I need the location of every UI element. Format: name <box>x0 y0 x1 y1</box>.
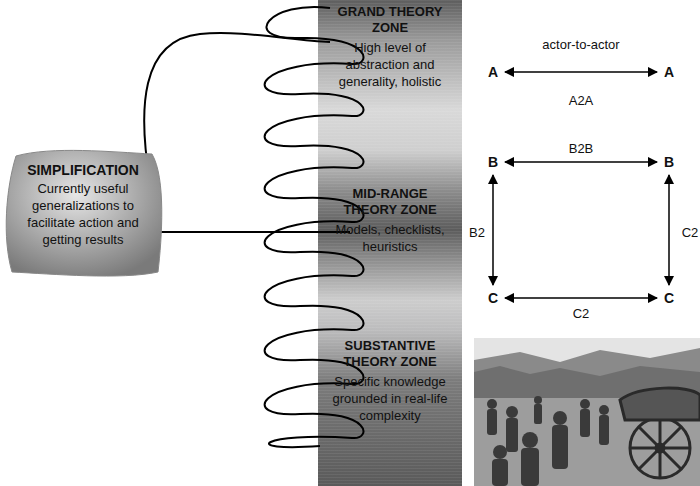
zone-heading: SUBSTANTIVE THEORY ZONE <box>324 338 456 370</box>
caption-label: actor-to-actor <box>542 37 619 52</box>
relation-arrow <box>505 297 657 299</box>
zone-heading: MID-RANGE THEORY ZONE <box>324 186 456 218</box>
actor-letter: C <box>484 288 502 308</box>
edge-label: B2 <box>469 225 485 240</box>
actor-node: B <box>484 152 502 172</box>
spiral-coil <box>144 7 363 447</box>
cloud-outline <box>6 150 162 276</box>
relation-arrow <box>492 175 494 285</box>
cloud-text: SIMPLIFICATIONCurrently useful generaliz… <box>2 148 164 248</box>
edge-label: C2 <box>573 306 590 321</box>
leader-line <box>144 33 330 182</box>
photo-sky <box>474 338 700 486</box>
actor-node: C <box>660 288 678 308</box>
actor-node: A <box>484 62 502 82</box>
zone-description: Models, checklists, heuristics <box>324 221 456 255</box>
actor-node: B <box>660 152 678 172</box>
relation-arrow <box>505 71 657 73</box>
zone-heading: SIMPLIFICATION <box>10 162 156 179</box>
theory-zone: SUBSTANTIVE THEORY ZONESpecific knowledg… <box>318 338 462 478</box>
zone-description: High level of abstraction and generality… <box>324 39 456 90</box>
theory-zone: GRAND THEORY ZONEHigh level of abstracti… <box>318 4 462 114</box>
edge-label: B2B <box>569 141 594 156</box>
relation-arrow <box>505 161 657 163</box>
market-photo <box>474 338 700 486</box>
zone-heading: GRAND THEORY ZONE <box>324 4 456 36</box>
theory-zone: MID-RANGE THEORY ZONEModels, checklists,… <box>318 186 462 296</box>
photo-crowd <box>487 396 609 486</box>
actor-letter: A <box>484 62 502 82</box>
zone-description: Currently useful generalizations to faci… <box>10 180 156 248</box>
actor-letter: A <box>660 62 678 82</box>
relation-arrow <box>668 175 670 285</box>
actor-letter: B <box>484 152 502 172</box>
actor-letter: B <box>660 152 678 172</box>
actor-node: C <box>484 288 502 308</box>
zone-description: Specific knowledge grounded in real-life… <box>324 373 456 424</box>
edge-label: C2 <box>682 225 699 240</box>
actor-letter: C <box>660 288 678 308</box>
edge-label: A2A <box>569 93 594 108</box>
simplification-cloud: SIMPLIFICATIONCurrently useful generaliz… <box>2 148 164 278</box>
actor-node: A <box>660 62 678 82</box>
photo-rickshaw <box>620 388 700 478</box>
leader-line <box>155 231 350 233</box>
